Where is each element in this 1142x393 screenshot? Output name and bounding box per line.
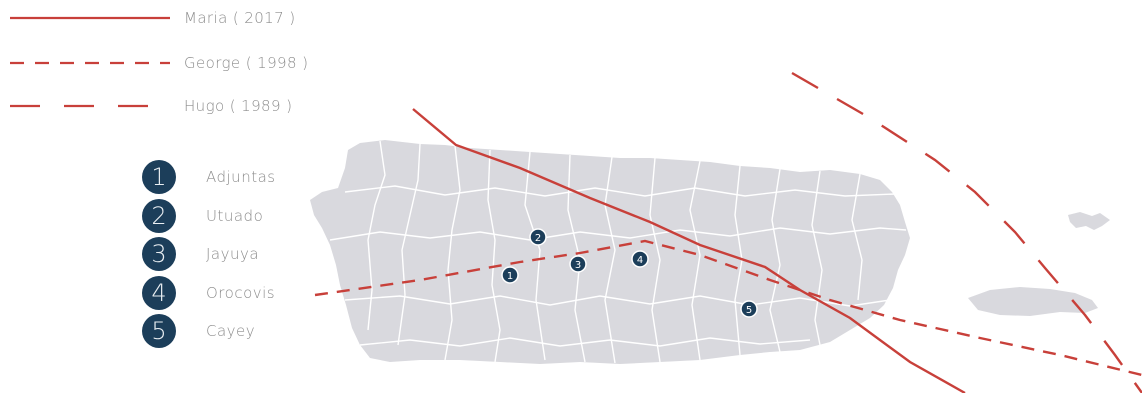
- legend-hugo: Hugo ( 1989 ): [8, 96, 292, 116]
- number-badge: 3: [142, 237, 176, 272]
- number-badge: 4: [142, 275, 176, 310]
- municipality-item: 5 Cayey: [142, 312, 276, 351]
- legend-label-maria: Maria ( 2017 ): [184, 9, 296, 27]
- hugo-track-line: [791, 71, 1142, 393]
- number-badge: 1: [142, 160, 176, 195]
- number-badge: 5: [142, 314, 176, 349]
- number-badge: 2: [142, 198, 176, 233]
- map-marker-label: 3: [575, 260, 581, 271]
- map-marker-label: 5: [746, 305, 752, 316]
- municipality-item: 4 Orocovis: [142, 274, 276, 313]
- solid-line-swatch: [10, 16, 170, 20]
- map-marker-5: 5: [740, 300, 758, 318]
- map-marker-4: 4: [631, 250, 649, 268]
- map-marker-2: 2: [529, 228, 547, 246]
- map-marker-label: 4: [637, 255, 643, 266]
- map-marker-3: 3: [569, 255, 587, 273]
- municipality-name: Cayey: [206, 322, 256, 341]
- municipality-name: Utuado: [206, 206, 264, 225]
- map-marker-label: 2: [535, 233, 541, 244]
- legend-label-hugo: Hugo ( 1989 ): [184, 97, 293, 115]
- george-track-line: [314, 239, 1142, 377]
- map-marker-label: 1: [507, 271, 513, 282]
- legend-maria: Maria ( 2017 ): [8, 8, 295, 28]
- municipality-item: 3 Jayuya: [142, 235, 276, 274]
- municipality-name: Adjuntas: [206, 168, 276, 187]
- maria-track-line: [412, 108, 966, 393]
- long-dash-line-swatch: [10, 104, 170, 108]
- municipality-item: 2 Utuado: [142, 197, 276, 236]
- short-dash-line-swatch: [10, 61, 170, 65]
- vieques-island-shape: [968, 287, 1098, 316]
- culebra-island-shape: [1068, 212, 1110, 230]
- map-marker-1: 1: [501, 266, 519, 284]
- legend-george: George ( 1998 ): [8, 53, 308, 73]
- municipality-name: Jayuya: [206, 245, 260, 264]
- main-island-shape: [310, 140, 910, 364]
- municipality-name: Orocovis: [206, 283, 276, 302]
- legend-label-george: George ( 1998 ): [184, 54, 309, 72]
- municipality-legend: 1 Adjuntas 2 Utuado 3 Jayuya 4 Orocovis …: [142, 158, 276, 351]
- municipality-item: 1 Adjuntas: [142, 158, 276, 197]
